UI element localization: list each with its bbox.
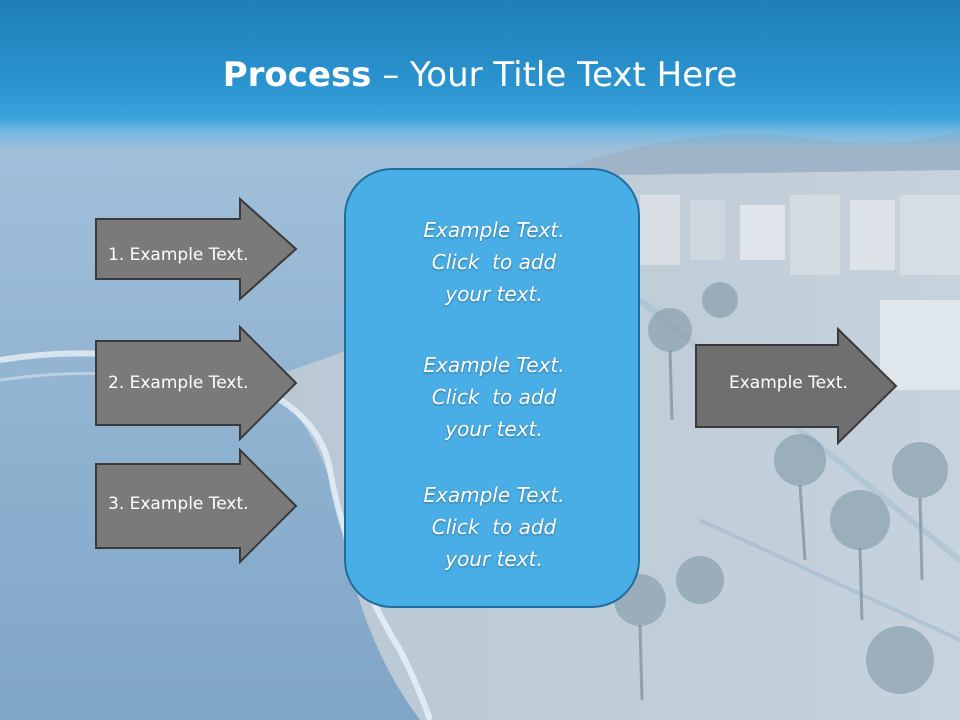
center-paragraph-2: Example Text. Click to add your text. <box>346 349 642 445</box>
step-arrow-3[interactable] <box>94 448 300 564</box>
output-label: Example Text. <box>729 373 848 393</box>
step-label-3: 3. Example Text. <box>108 494 249 514</box>
paragraph-line: Example Text. <box>423 218 565 242</box>
title-bar <box>0 0 960 150</box>
paragraph-line: your text. <box>445 417 543 441</box>
paragraph-line: Example Text. <box>423 353 565 377</box>
paragraph-line: Click to add <box>431 385 557 409</box>
title-bold: Process <box>222 55 372 95</box>
slide-title[interactable]: Process – Your Title Text Here <box>0 52 960 98</box>
output-arrow[interactable] <box>694 327 900 445</box>
title-rest: – Your Title Text Here <box>371 55 738 95</box>
center-content-box[interactable]: Example Text. Click to add your text. Ex… <box>344 168 640 608</box>
center-paragraph-3: Example Text. Click to add your text. <box>346 479 642 575</box>
paragraph-line: Click to add <box>431 250 557 274</box>
step-label-2: 2. Example Text. <box>108 373 249 393</box>
paragraph-line: your text. <box>445 282 543 306</box>
step-arrow-1[interactable] <box>94 197 300 301</box>
paragraph-line: Example Text. <box>423 483 565 507</box>
step-arrow-2[interactable] <box>94 325 300 441</box>
step-label-1: 1. Example Text. <box>108 245 249 265</box>
paragraph-line: Click to add <box>431 515 557 539</box>
paragraph-line: your text. <box>445 547 543 571</box>
center-paragraph-1: Example Text. Click to add your text. <box>346 214 642 310</box>
